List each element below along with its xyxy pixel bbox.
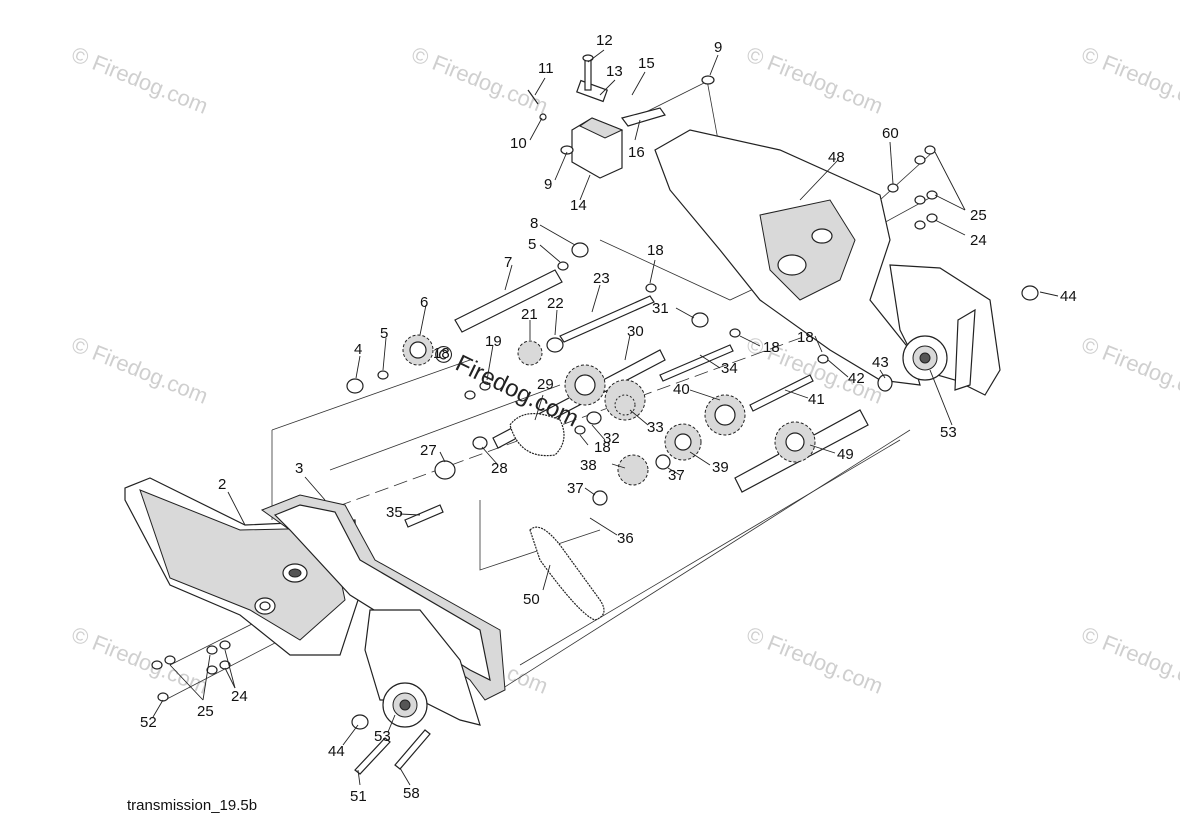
gears (402, 334, 816, 486)
center-watermark: © Firedog.com (429, 339, 583, 432)
callout-53: 53 (374, 728, 391, 745)
watermark: © Firedog.com (68, 41, 211, 118)
callout-16: 16 (628, 144, 645, 161)
callout-31: 31 (652, 300, 669, 317)
callout-23: 23 (593, 270, 610, 287)
chains (509, 413, 605, 621)
callout-4: 4 (354, 341, 362, 358)
callout-10: 10 (510, 135, 527, 152)
callout-28: 28 (491, 460, 508, 477)
diagram-caption: transmission_19.5b (127, 797, 258, 814)
callout-30: 30 (627, 323, 644, 340)
watermark: © Firedog.com (68, 331, 211, 408)
callout-18: 18 (433, 345, 450, 362)
callout-24: 24 (231, 688, 248, 705)
callout-34: 34 (721, 360, 738, 377)
watermark: © Firedog.com (1078, 41, 1180, 118)
callout-27: 27 (420, 442, 437, 459)
callout-11: 11 (538, 60, 554, 77)
callout-25: 25 (197, 703, 214, 720)
callout-22: 22 (547, 295, 564, 312)
callout-33: 33 (647, 419, 664, 436)
callout-51: 51 (350, 788, 367, 805)
callout-18: 18 (763, 339, 780, 356)
callout-43: 43 (872, 354, 889, 371)
right-cover (889, 264, 1001, 396)
right-housing (654, 129, 921, 386)
callout-18: 18 (797, 329, 814, 346)
callout-41: 41 (808, 391, 825, 408)
callout-49: 49 (837, 446, 854, 463)
callout-42: 42 (848, 370, 865, 387)
callout-53: 53 (940, 424, 957, 441)
callout-32: 32 (603, 430, 620, 447)
callout-40: 40 (673, 381, 690, 398)
callout-5: 5 (528, 236, 536, 253)
watermark: © Firedog.com (743, 41, 886, 118)
callout-18: 18 (647, 242, 664, 259)
left-housing (124, 477, 359, 656)
callout-29: 29 (537, 376, 554, 393)
watermark: © Firedog.com (1078, 331, 1180, 408)
callout-2: 2 (218, 476, 226, 493)
callout-15: 15 (638, 55, 655, 72)
callout-14: 14 (570, 197, 587, 214)
callout-13: 13 (606, 63, 623, 80)
callouts: 12 11 13 15 9 10 16 9 14 60 48 25 24 8 5… (140, 32, 1077, 805)
callout-60: 60 (882, 125, 899, 142)
callout-19: 19 (485, 333, 502, 350)
callout-18: 18 (594, 439, 611, 456)
callout-39: 39 (712, 459, 729, 476)
callout-24: 24 (970, 232, 987, 249)
callout-9: 9 (714, 39, 722, 56)
callout-37: 37 (567, 480, 584, 497)
callout-48: 48 (828, 149, 845, 166)
callout-44: 44 (1060, 288, 1077, 305)
callout-9: 9 (544, 176, 552, 193)
watermark: © Firedog.com (408, 41, 551, 118)
callout-3: 3 (295, 460, 303, 477)
shift-bracket (527, 54, 715, 179)
callout-58: 58 (403, 785, 420, 802)
callout-21: 21 (521, 306, 538, 323)
callout-52: 52 (140, 714, 157, 731)
callout-37: 37 (668, 467, 685, 484)
callout-7: 7 (504, 254, 512, 271)
callout-6: 6 (420, 294, 428, 311)
callout-8: 8 (530, 215, 538, 232)
callout-12: 12 (596, 32, 613, 49)
leader-lines (152, 49, 1059, 786)
callout-50: 50 (523, 591, 540, 608)
callout-5: 5 (380, 325, 388, 342)
callout-36: 36 (617, 530, 634, 547)
watermark: © Firedog.com (1078, 621, 1180, 698)
callout-38: 38 (580, 457, 597, 474)
callout-44: 44 (328, 743, 345, 760)
callout-35: 35 (386, 504, 403, 521)
lower-cover (364, 609, 481, 728)
callout-25: 25 (970, 207, 987, 224)
watermark: © Firedog.com (743, 621, 886, 698)
